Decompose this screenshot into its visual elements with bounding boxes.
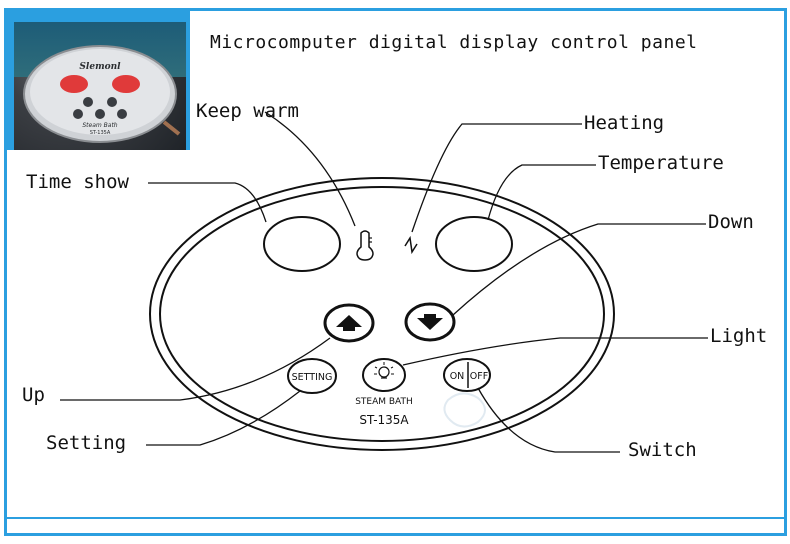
label-up: Up — [22, 384, 45, 406]
time-display — [263, 216, 341, 272]
time-show-leader — [148, 182, 267, 223]
switch-button[interactable]: ON OFF — [443, 358, 491, 392]
product-photo: Slemonl Steam Bath ST-135A — [14, 22, 186, 150]
down-arrow-icon — [417, 318, 443, 330]
watermark-logo — [443, 392, 486, 428]
product-photo-frame: Slemonl Steam Bath ST-135A — [4, 8, 190, 150]
panel-inner-ring — [159, 186, 605, 442]
photo-cable — [162, 120, 181, 136]
photo-panel-drawing: Slemonl Steam Bath ST-135A — [23, 45, 181, 143]
up-leader — [60, 337, 331, 401]
up-arrow-icon — [336, 315, 362, 327]
panel-outer-ring — [149, 177, 615, 451]
down-leader — [452, 223, 706, 316]
keep-warm-leader — [264, 111, 356, 227]
temperature-display — [435, 216, 513, 272]
model-label: ST-135A — [359, 413, 409, 427]
setting-button-label: SETTING — [292, 372, 333, 383]
photo-brand: Slemonl — [79, 62, 121, 72]
diagram-frame — [4, 8, 787, 536]
light-leader — [402, 337, 708, 366]
photo-left-display — [60, 75, 88, 93]
label-down: Down — [708, 211, 754, 233]
steam-bath-label: STEAM BATH — [355, 397, 413, 407]
photo-caption: Steam Bath — [82, 122, 117, 129]
up-button[interactable] — [323, 303, 375, 343]
temperature-leader — [487, 164, 596, 221]
light-bulb-icon — [374, 362, 394, 379]
label-temperature: Temperature — [598, 152, 724, 174]
down-button[interactable] — [404, 302, 456, 342]
label-keep-warm: Keep warm — [196, 100, 299, 122]
label-heating: Heating — [584, 112, 665, 134]
off-label: OFF — [470, 371, 488, 382]
label-setting: Setting — [46, 432, 127, 454]
heating-icon — [404, 235, 418, 255]
light-button[interactable] — [362, 358, 406, 392]
label-time-show: Time show — [26, 171, 129, 193]
label-light: Light — [710, 325, 768, 347]
diagram-title: Microcomputer digital display control pa… — [210, 32, 698, 53]
photo-model: ST-135A — [90, 130, 111, 136]
setting-button[interactable]: SETTING — [287, 358, 337, 394]
heating-leader — [411, 123, 582, 233]
setting-leader — [146, 390, 301, 446]
switch-leader — [477, 387, 620, 453]
label-switch: Switch — [628, 439, 697, 461]
photo-right-display — [112, 75, 140, 93]
thermometer-icon — [356, 230, 374, 261]
on-label: ON — [450, 371, 465, 382]
